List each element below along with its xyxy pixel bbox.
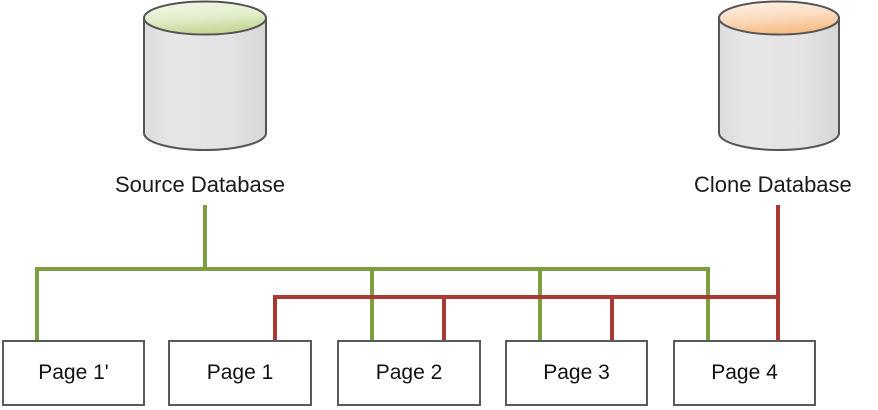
page-box-label: Page 1 — [206, 361, 274, 384]
page-box-label: Page 1' — [38, 361, 109, 384]
page-box-label: Page 3 — [543, 361, 610, 384]
source-database-label: Source Database — [115, 172, 285, 197]
source-connector-group — [35, 205, 710, 341]
clone-database-icon — [718, 0, 840, 151]
page-box-page4[interactable]: Page 4 — [673, 340, 816, 406]
clone-database-label: Clone Database — [694, 172, 852, 197]
page-box-page1[interactable]: Page 1 — [168, 340, 312, 406]
source-database-icon — [143, 0, 267, 151]
page-box-page3[interactable]: Page 3 — [505, 340, 648, 406]
page-box-label: Page 2 — [375, 361, 443, 384]
clone-connector-group — [273, 205, 780, 341]
page-box-page2[interactable]: Page 2 — [337, 340, 481, 406]
page-box-page1prime[interactable]: Page 1' — [2, 340, 145, 406]
page-box-label: Page 4 — [711, 361, 778, 384]
